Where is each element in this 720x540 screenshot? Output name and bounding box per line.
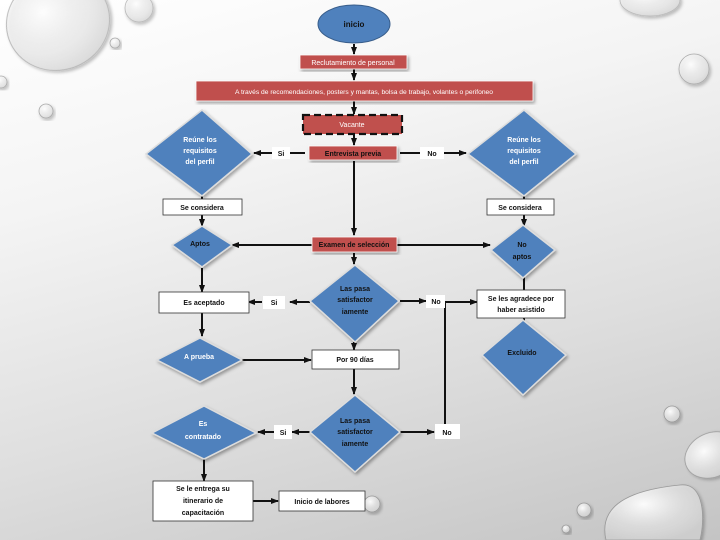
edge-label-pasa1-no: No <box>431 299 440 306</box>
decision-reune-left-line3: del perfil <box>185 159 214 166</box>
edge-label-entrevista-si: Si <box>278 151 285 158</box>
water-drop-icon <box>678 53 710 85</box>
decision-reune-right-line2: requisitos <box>507 148 541 155</box>
edge-label-box <box>263 296 285 309</box>
water-drop-icon <box>663 405 681 423</box>
edge-labels: Si No Si No Si No <box>263 147 460 439</box>
box-considera-left[interactable] <box>162 198 243 216</box>
process-medios[interactable] <box>195 80 534 102</box>
process-vacante-label: Vacante <box>339 122 364 129</box>
decision-pasa-1-line1: Las pasa <box>340 286 370 293</box>
box-por-90-dias-label: Por 90 días <box>336 357 373 364</box>
decision-excluido-label: Excluido <box>507 350 536 357</box>
decision-reune-right-line3: del perfil <box>509 159 538 166</box>
process-medios-label: A través de recomendaciones, posters y m… <box>235 89 493 96</box>
process-examen-label: Examen de selección <box>319 242 390 249</box>
edge-label-box <box>426 295 445 308</box>
decision-pasa-1-line3: iamente <box>342 309 369 316</box>
box-itinerario-line2: itinerario de <box>183 498 223 505</box>
decision-pasa-1[interactable] <box>308 264 401 344</box>
water-drop-icon <box>109 37 121 49</box>
decision-pasa-2-line3: iamente <box>342 441 369 448</box>
edge-no-agradece <box>444 299 478 428</box>
decision-prueba[interactable] <box>155 337 244 383</box>
box-aceptado[interactable] <box>158 291 250 314</box>
decision-no-aptos-line1: No <box>517 242 526 249</box>
decision-contratado-line1: Es <box>199 421 208 428</box>
edge-label-box <box>435 424 460 439</box>
water-drop-icon <box>38 103 54 119</box>
edge-label-box <box>272 147 290 159</box>
process-vacante[interactable] <box>301 113 404 136</box>
box-aceptado-label: Es aceptado <box>183 300 224 307</box>
decision-no-aptos-line2: aptos <box>513 254 532 261</box>
water-drop-icon <box>684 431 720 479</box>
edge-label-pasa2-no: No <box>442 430 451 437</box>
box-itinerario-line1: Se le entrega su <box>176 486 230 493</box>
decision-reune-left[interactable] <box>144 109 254 197</box>
box-agradece[interactable] <box>476 289 566 319</box>
box-considera-right-label: Se considera <box>498 205 542 212</box>
decision-prueba-label: A prueba <box>184 354 214 361</box>
water-drop-icon <box>124 0 154 23</box>
decision-aptos-label: Aptos <box>190 241 210 248</box>
process-entrevista[interactable] <box>308 145 398 161</box>
box-itinerario[interactable] <box>152 480 254 522</box>
water-drop-icon <box>363 495 381 513</box>
water-drop-icon <box>5 0 111 71</box>
water-drop-icon <box>604 484 704 540</box>
process-reclutamiento[interactable] <box>299 54 408 70</box>
decision-contratado-line2: contratado <box>185 434 221 441</box>
edge-label-box <box>420 147 444 159</box>
box-agradece-line1: Se les agradece por <box>488 296 554 303</box>
decision-pasa-2-line2: satisfactor <box>337 429 373 436</box>
box-por-90-dias[interactable] <box>311 349 400 370</box>
box-considera-right[interactable] <box>486 198 555 216</box>
process-reclutamiento-label: Reclutamiento de personal <box>311 60 395 67</box>
decision-no-aptos[interactable] <box>489 224 557 279</box>
process-entrevista-label: Entrevista previa <box>325 151 382 158</box>
box-inicio-labores[interactable] <box>278 490 366 512</box>
decision-excluido[interactable] <box>480 319 568 397</box>
process-examen[interactable] <box>311 236 398 253</box>
box-inicio-labores-label: Inicio de labores <box>294 499 349 506</box>
start-node-label: inicio <box>344 20 365 29</box>
nodes: inicio Reclutamiento de personal A travé… <box>144 4 578 522</box>
box-considera-left-label: Se considera <box>180 205 224 212</box>
decision-contratado[interactable] <box>150 405 258 460</box>
decision-aptos[interactable] <box>170 225 234 268</box>
edge-label-box <box>274 425 292 439</box>
water-drop-icon <box>619 0 681 17</box>
edge-label-pasa2-si: Si <box>280 430 287 437</box>
start-node-inicio[interactable] <box>317 4 391 44</box>
water-drop-icon <box>0 75 8 89</box>
decision-reune-right-line1: Reúne los <box>507 137 541 144</box>
decision-pasa-1-line2: satisfactor <box>337 297 373 304</box>
box-agradece-line2: haber asistido <box>497 307 544 314</box>
water-drop-icon <box>561 524 571 534</box>
decision-reune-left-line1: Reúne los <box>183 137 217 144</box>
edge-label-entrevista-no: No <box>427 151 436 158</box>
box-itinerario-line3: capacitación <box>182 510 224 517</box>
decision-pasa-2-line1: Las pasa <box>340 418 370 425</box>
decision-pasa-2[interactable] <box>308 394 402 474</box>
decision-reune-right[interactable] <box>466 109 578 197</box>
decision-reune-left-line2: requisitos <box>183 148 217 155</box>
edge-label-pasa1-si: Si <box>271 300 278 307</box>
water-drop-icon <box>576 502 592 518</box>
